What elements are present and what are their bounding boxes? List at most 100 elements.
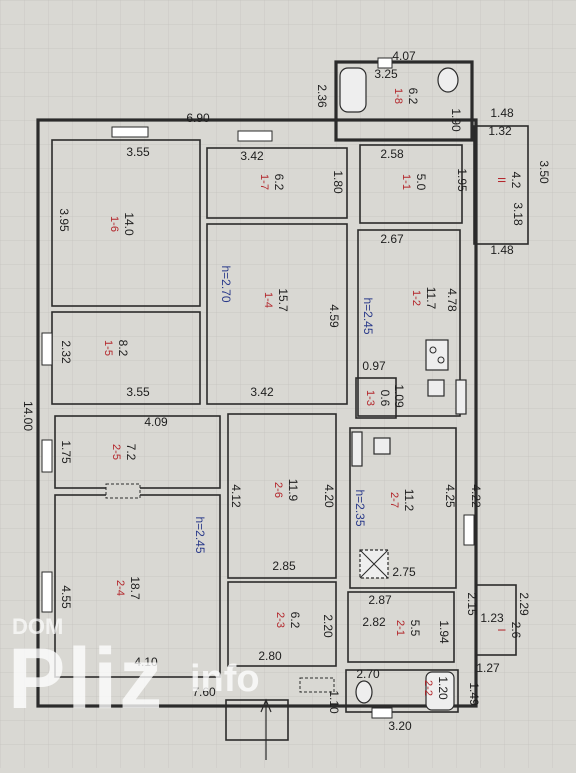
- room-id-label-1-7: 1-7: [258, 174, 270, 190]
- dimension-label: 3.20: [388, 719, 412, 733]
- room-area-label-2-6: 11.9: [286, 479, 300, 502]
- room-area-label-2-4: 18.7: [128, 576, 142, 600]
- room-area-label-2-2: 1.20: [436, 676, 450, 700]
- room-area-label-1-4: 15.7: [276, 288, 290, 312]
- room-outline-1-4: [206, 223, 348, 405]
- dimension-label: 2.32: [59, 340, 73, 364]
- room-outline-1-2: [357, 229, 461, 417]
- room-area-label-I: 2.6: [509, 622, 523, 639]
- dimension-label: 2.36: [315, 84, 329, 108]
- dimension-label: 2.70: [356, 667, 380, 681]
- dimension-label: 1.09: [392, 384, 406, 408]
- door-entrance: [299, 677, 335, 693]
- outer-wall-porch-ii: [473, 125, 529, 245]
- room-area-label-2-1: 5.5: [408, 620, 422, 637]
- dimension-label: 2.75: [392, 565, 416, 579]
- stove-icon: [425, 339, 449, 371]
- outer-wall-porch-i: [475, 584, 517, 656]
- dimension-label: 2.20: [321, 614, 335, 638]
- room-outline-1-1: [359, 144, 463, 224]
- room-outline-2-7: [349, 427, 457, 589]
- room-area-label-1-1: 5.0: [414, 174, 428, 191]
- dimension-label: 3.55: [126, 385, 150, 399]
- window-2-5: [41, 439, 53, 473]
- ceiling-height-label: h=2.35: [353, 489, 367, 526]
- heater-icon: [373, 437, 391, 455]
- room-id-label-2-6: 2-6: [272, 482, 284, 498]
- ceiling-height-label: h=2.45: [193, 516, 207, 553]
- shower-cross-icon: [359, 549, 389, 579]
- room-outline-2-6: [227, 413, 337, 579]
- dimension-label: 2.80: [258, 649, 282, 663]
- room-area-label-2-5: 7.2: [124, 444, 138, 461]
- dimension-label: 3.95: [57, 208, 71, 232]
- room-id-label-1-6: 1-6: [108, 216, 120, 232]
- toilet-icon: [355, 680, 373, 704]
- dimension-label: 1.49: [467, 682, 481, 706]
- room-area-label-2-3: 6.2: [288, 612, 302, 629]
- window-2-2: [371, 707, 393, 719]
- dimension-label: 1.48: [490, 243, 514, 257]
- stove-burner-icon: [437, 356, 445, 364]
- room-outline-2-3: [227, 581, 337, 667]
- room-area-label-1-6: 14.0: [122, 212, 136, 236]
- dimension-label: 2.67: [380, 232, 404, 246]
- dimension-label: 1.80: [331, 170, 345, 194]
- room-area-label-II: 4.2: [509, 172, 523, 189]
- room-id-label-1-5: 1-5: [102, 340, 114, 356]
- bathtub-icon: [425, 671, 455, 711]
- dimension-label: 1.10: [327, 690, 341, 714]
- dimension-label: 4.55: [59, 585, 73, 609]
- room-area-label-1-5: 8.2: [116, 340, 130, 357]
- dimension-label: 2.85: [272, 559, 296, 573]
- dimension-label: 4.12: [229, 484, 243, 508]
- dimension-label: 4.10: [134, 655, 158, 669]
- window-2-4: [41, 571, 53, 613]
- room-id-label-1-8: 1-8: [392, 88, 404, 104]
- entrance-arrow-head: [260, 698, 272, 713]
- dimension-label: 4.25: [443, 484, 457, 508]
- boiler-icon: [427, 379, 445, 397]
- room-area-label-2-7: 11.2: [402, 489, 416, 512]
- dimension-label: 3.42: [240, 149, 264, 163]
- dimension-label: 1.90: [449, 108, 463, 132]
- dimension-label: 2.58: [380, 147, 404, 161]
- room-id-label-1-3: 1-3: [364, 390, 376, 406]
- dimension-label: 3.50: [537, 160, 551, 184]
- dimension-label: 4.20: [322, 484, 336, 508]
- ceiling-height-label: h=2.70: [219, 265, 233, 302]
- dimension-label: 6.90: [186, 111, 210, 125]
- room-outline-2-2: [345, 669, 459, 713]
- dimension-label: 1.95: [455, 168, 469, 192]
- outer-wall-bathroom-annex: [334, 60, 474, 142]
- dimension-label: 2.82: [362, 615, 386, 629]
- entrance-steps: [225, 699, 289, 741]
- dimension-label: 1.48: [490, 106, 514, 120]
- dimension-label: 1.32: [488, 124, 512, 138]
- room-id-label-1-1: 1-1: [400, 174, 412, 190]
- room-id-label-2-4: 2-4: [114, 580, 126, 596]
- dimension-label: 1.23: [480, 611, 504, 625]
- dimension-label: 2.87: [368, 593, 392, 607]
- window-1-5: [41, 332, 53, 366]
- room-id-label-2-1: 2-1: [394, 620, 406, 636]
- dimension-label: 2.15: [465, 592, 479, 616]
- room-id-label-1-2: 1-2: [410, 290, 422, 306]
- dimension-label: 4.59: [327, 304, 341, 328]
- dimension-label: 1.94: [437, 620, 451, 644]
- dimension-label: 3.18: [511, 202, 525, 226]
- stove-burner-icon: [429, 346, 437, 354]
- room-id-label-2-7: 2-7: [388, 492, 400, 508]
- room-id-label-II: II: [495, 177, 507, 183]
- dimension-label: 4.09: [144, 415, 168, 429]
- room-id-label-I: I: [495, 628, 507, 631]
- room-outline-1-7: [206, 147, 348, 219]
- dimension-label: 2.29: [517, 592, 531, 616]
- toilet-icon: [437, 67, 459, 93]
- room-id-label-2-5: 2-5: [110, 444, 122, 460]
- dimension-label: 3.55: [126, 145, 150, 159]
- room-area-label-1-2: 11.7: [424, 287, 438, 310]
- room-area-label-1-3: 0.6: [378, 390, 392, 407]
